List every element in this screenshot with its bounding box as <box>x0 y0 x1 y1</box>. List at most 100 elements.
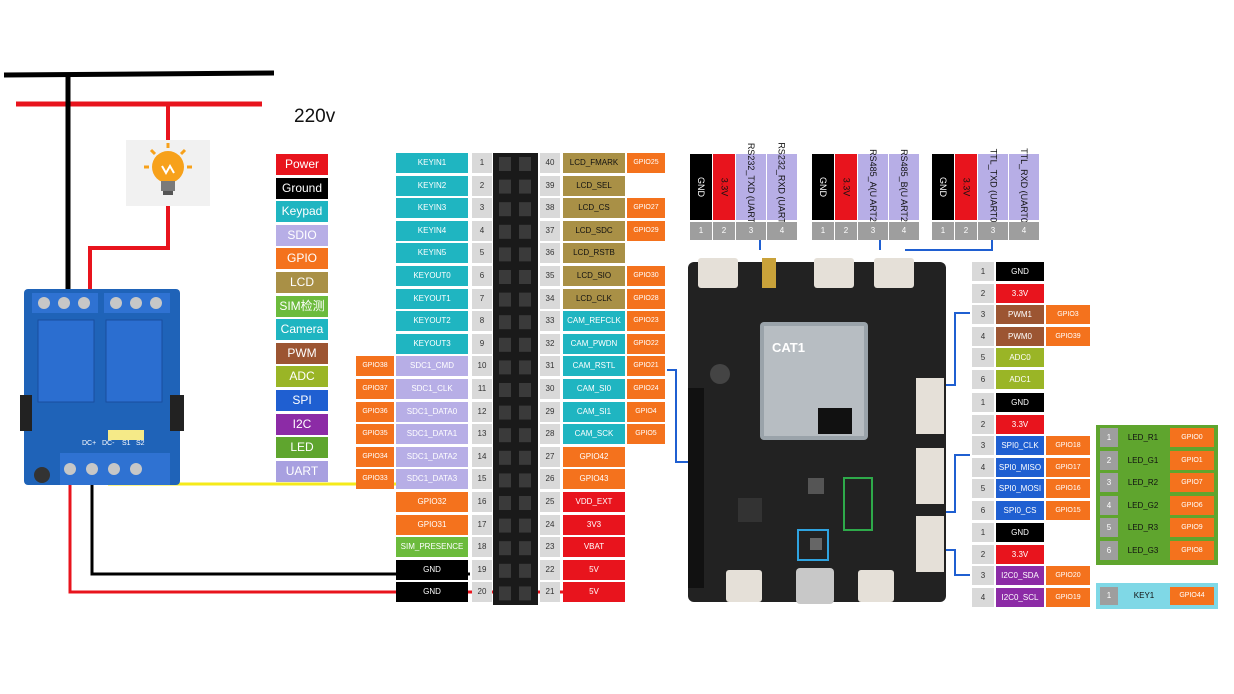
pin-label: CAM_SCK <box>563 424 625 445</box>
led-num: 6 <box>1100 541 1118 560</box>
key-label: KEY1 <box>1133 591 1155 600</box>
uart-pin-text: 3.3V <box>718 177 729 197</box>
uart-pin-label: 3.3V <box>955 154 977 220</box>
pin-label: KEYIN3 <box>396 198 468 219</box>
pin-label: VDD_EXT <box>563 492 625 512</box>
pin-number: 28 <box>540 424 560 445</box>
led-num: 5 <box>1100 518 1118 538</box>
pin-gpio-label: GPIO30 <box>627 266 665 286</box>
lamp-icon <box>126 140 210 206</box>
uart-pin-label: RS232_TXD (UART1) <box>736 143 766 231</box>
pwm-connector-wire <box>940 312 970 386</box>
pin-number: 16 <box>472 492 492 512</box>
pin-label: GND <box>396 582 468 603</box>
pin-label: KEYOUT2 <box>396 311 468 332</box>
pin-label: KEYIN5 <box>396 243 468 264</box>
pin-label: CAM_RSTL <box>563 356 625 377</box>
side-pin-gpio: GPIO15 <box>1046 500 1090 520</box>
pin-number: 3 <box>472 198 492 219</box>
pin-label: CAM_SI1 <box>563 401 625 422</box>
uart-pin-number: 3 <box>858 222 888 240</box>
led-label: LED_R2 <box>1127 478 1159 488</box>
module-label: CAT1 <box>772 340 805 355</box>
pin-number: 12 <box>472 401 492 422</box>
side-pin-number: 2 <box>972 544 994 564</box>
side-pin-label: SPI0_CS <box>996 500 1044 520</box>
uart-pin-label: 3.3V <box>835 154 857 220</box>
pin-gpio-label: GPIO21 <box>627 356 665 377</box>
pin-number: 4 <box>472 220 492 241</box>
led-gpio: GPIO7 <box>1170 473 1214 493</box>
pin-label: SDC1_DATA2 <box>396 446 468 467</box>
pin-label: GPIO43 <box>563 469 625 490</box>
pin-label: CAM_REFCLK <box>563 311 625 332</box>
uart-pin-number: 4 <box>1009 222 1039 240</box>
uart-pin-text: RS232_RXD (UART1) <box>777 142 787 232</box>
pin-label: 5V <box>563 559 625 580</box>
pin-number: 7 <box>472 288 492 309</box>
pin-number: 17 <box>472 514 492 535</box>
pin-label: LCD_RSTB <box>563 243 625 264</box>
led-label: LED_R3 <box>1127 523 1159 533</box>
pin-number: 33 <box>540 311 560 332</box>
dev-board: CAT1 <box>688 238 948 604</box>
legend-item: SIM检测 <box>276 295 328 317</box>
legend-item: LCD <box>276 272 328 293</box>
led-gpio: GPIO6 <box>1170 495 1214 515</box>
legend-item: ADC <box>276 366 328 388</box>
pin-gpio-label: GPIO29 <box>627 220 665 241</box>
pin-number: 40 <box>540 153 560 173</box>
pin-label: LCD_FMARK <box>563 153 625 173</box>
pin-number: 31 <box>540 356 560 377</box>
pin-label: SDC1_DATA0 <box>396 401 468 422</box>
led-label: LED_G1 <box>1127 455 1159 465</box>
side-pin-label: ADC0 <box>996 348 1044 367</box>
pin-label: KEYIN2 <box>396 175 468 196</box>
led-label: LED_R1 <box>1127 433 1159 442</box>
pin-number: 10 <box>472 356 492 377</box>
uart-pin-number: 1 <box>932 222 954 240</box>
legend-item: SDIO <box>276 224 328 246</box>
side-pin-gpio: GPIO17 <box>1046 457 1090 477</box>
side-pin-gpio: GPIO39 <box>1046 326 1090 346</box>
pin-number: 15 <box>472 469 492 490</box>
pin-gpio-label: GPIO28 <box>627 288 665 309</box>
led-num: 4 <box>1100 495 1118 515</box>
pin-label: LCD_CLK <box>563 288 625 309</box>
pin-gpio-label: GPIO27 <box>627 198 665 219</box>
uart-pin-text: RS485_B(U ART2) <box>899 149 909 225</box>
legend-item: GPIO <box>276 248 328 270</box>
pin-label: SDC1_DATA3 <box>396 469 468 490</box>
side-pin-label: PWM1 <box>996 305 1044 324</box>
side-pin-gpio: GPIO19 <box>1046 587 1090 607</box>
i2c-connector-wire <box>940 549 970 576</box>
pin-gpio-label: GPIO4 <box>627 401 665 422</box>
uart-pin-number: 4 <box>767 222 797 240</box>
pin-gpio-label: GPIO5 <box>627 424 665 445</box>
uart-pin-text: RS485_A(U ART2) <box>868 149 878 225</box>
pin-label: KEYOUT0 <box>396 266 468 286</box>
led-num: 2 <box>1100 450 1118 470</box>
lamp-to-relay-wire <box>88 205 170 300</box>
pin-gpio-label: GPIO25 <box>627 153 665 173</box>
led-num: 1 <box>1100 428 1118 447</box>
pin-number: 34 <box>540 288 560 309</box>
side-pin-label: I2C0_SDA <box>996 566 1044 585</box>
pin-gpio-label: GPIO24 <box>627 379 665 399</box>
side-pin-number: 6 <box>972 500 994 520</box>
pin-number: 20 <box>472 582 492 603</box>
pin-label: SDC1_CMD <box>396 356 468 377</box>
pin-label: CAM_PWDN <box>563 333 625 354</box>
uart-pin-label: GND <box>932 154 954 220</box>
uart-pin-label: TTL_TXD (UART0) <box>978 149 1008 225</box>
uart-pin-number: 1 <box>812 222 834 240</box>
pin-number: 27 <box>540 446 560 467</box>
pin-number: 38 <box>540 198 560 219</box>
uart-pin-text: GND <box>696 177 706 197</box>
legend-item: PWM <box>276 342 328 364</box>
uart-pin-text: GND <box>818 177 828 197</box>
pin-label: 5V <box>563 582 625 603</box>
uart-pin-number: 2 <box>713 222 735 240</box>
side-pin-label: I2C0_SCL <box>996 587 1044 607</box>
led-label: LED_G3 <box>1127 546 1159 555</box>
